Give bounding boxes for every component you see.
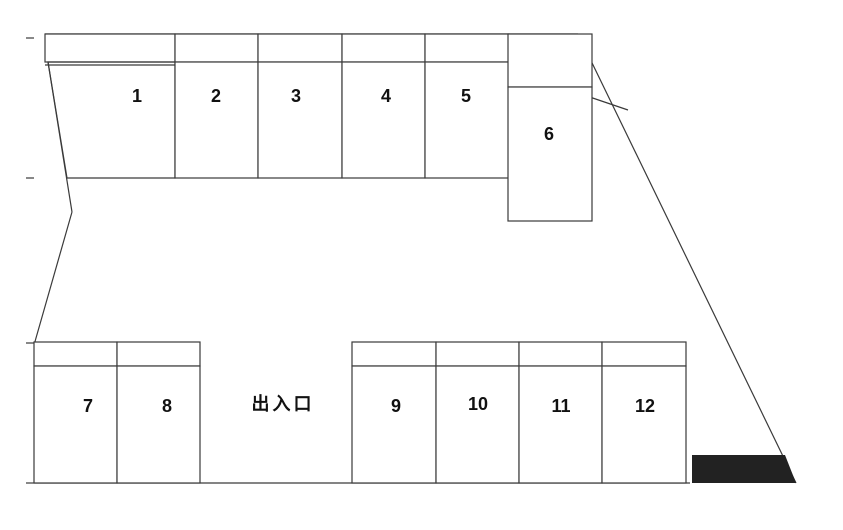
space-11-label: 11 — [551, 396, 570, 416]
space-4 — [341, 61, 426, 179]
bottom-right-bays: 9 10 11 12 — [351, 341, 687, 484]
space-11-stopper — [518, 341, 603, 367]
space-6-stopper — [507, 33, 593, 88]
space-3-label: 3 — [291, 86, 301, 106]
space-12-stopper — [601, 341, 687, 367]
bottom-left-bays: 7 8 — [33, 341, 201, 484]
space-9-stopper — [351, 341, 437, 367]
space-9 — [351, 365, 437, 484]
space-6-label: 6 — [544, 124, 554, 144]
space-12-label: 12 — [635, 396, 655, 416]
space-4-label: 4 — [381, 86, 391, 106]
space-6 — [507, 86, 593, 222]
space-1 — [47, 61, 176, 179]
space-5-label: 5 — [461, 86, 471, 106]
space-10-stopper — [435, 341, 520, 367]
space-6-group: 6 — [507, 33, 593, 222]
space-7-label: 7 — [83, 396, 93, 416]
space-8-label: 8 — [162, 396, 172, 416]
boundary-right-diagonal — [577, 33, 797, 484]
space-1-label: 1 — [132, 86, 142, 106]
space-1-stopper — [44, 33, 176, 63]
space-2 — [174, 61, 259, 179]
space-8-stopper — [116, 341, 201, 367]
space-2-label: 2 — [211, 86, 221, 106]
space-10 — [435, 365, 520, 484]
space-8 — [116, 365, 201, 484]
space-4-stopper — [341, 33, 426, 63]
space-7-stopper — [33, 341, 118, 367]
boundary-left-lower — [33, 211, 73, 346]
space-12 — [601, 365, 687, 484]
top-row-bays: 1 2 3 4 5 — [44, 33, 510, 179]
space-2-stopper — [174, 33, 259, 63]
space-3-stopper — [257, 33, 343, 63]
space-9-label: 9 — [391, 396, 401, 416]
entrance-label: 出入口 — [252, 393, 315, 415]
space-10-label: 10 — [468, 394, 488, 414]
space-7 — [33, 365, 118, 484]
space-5 — [424, 61, 510, 179]
space-3 — [257, 61, 343, 179]
space-11 — [518, 365, 603, 484]
black-marker — [692, 455, 796, 483]
space-5-stopper — [424, 33, 510, 63]
